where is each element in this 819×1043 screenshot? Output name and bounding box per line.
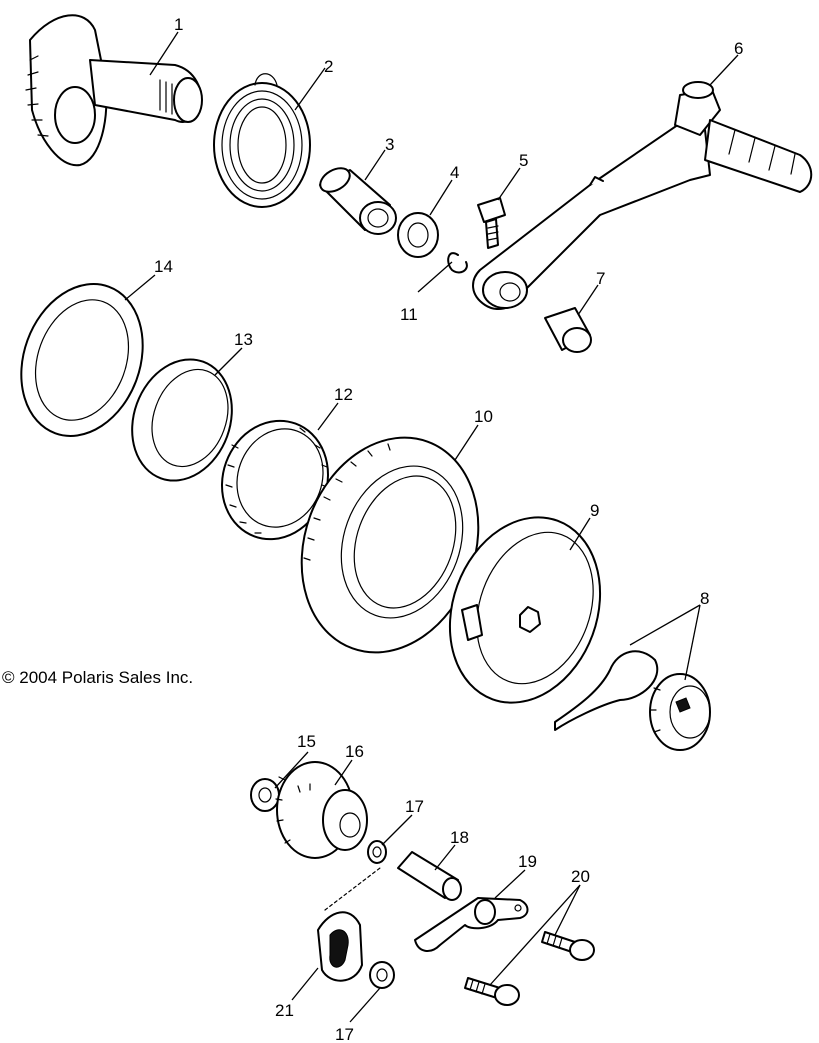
part-19-bracket — [414, 897, 529, 952]
callout-15: 15 — [297, 732, 316, 751]
part-18-pin — [397, 851, 462, 901]
callout-14: 14 — [154, 257, 173, 276]
callout-6: 6 — [734, 39, 743, 58]
callout-16: 16 — [345, 742, 364, 761]
callout-8: 8 — [700, 589, 709, 608]
callout-17-lower: 17 — [335, 1025, 354, 1043]
part-17-washer-lower — [369, 961, 395, 989]
callout-21: 21 — [275, 1001, 294, 1020]
copyright-text: © 2004 Polaris Sales Inc. — [2, 668, 193, 687]
callout-10: 10 — [474, 407, 493, 426]
callout-13: 13 — [234, 330, 253, 349]
callout-12: 12 — [334, 385, 353, 404]
part-3-sleeve — [319, 167, 397, 235]
part-5-bolt — [477, 197, 506, 249]
part-20-screw-1 — [541, 931, 595, 961]
callout-5: 5 — [519, 151, 528, 170]
callout-20: 20 — [571, 867, 590, 886]
part-8-ratchet — [554, 650, 711, 751]
callout-18: 18 — [450, 828, 469, 847]
part-9-clutch-plate — [448, 516, 602, 704]
callout-11: 11 — [400, 305, 418, 324]
part-11-snap-ring — [447, 252, 468, 274]
part-16-idler-gear — [275, 761, 368, 859]
callout-1: 1 — [174, 15, 183, 34]
part-13-ring — [131, 358, 233, 482]
part-21-stopper — [317, 911, 363, 982]
part-7-pin — [544, 307, 592, 353]
callout-4: 4 — [450, 163, 459, 182]
part-10-ring-gear — [300, 436, 480, 654]
part-6-kick-lever — [472, 81, 813, 310]
callout-9: 9 — [590, 501, 599, 520]
callout-3: 3 — [385, 135, 394, 154]
part-1-kick-shaft — [25, 14, 203, 167]
callout-7: 7 — [596, 269, 605, 288]
part-4-washer — [397, 212, 439, 258]
callout-19: 19 — [518, 852, 537, 871]
part-17-washer-upper — [367, 840, 387, 864]
leader-lines — [124, 31, 739, 1023]
part-20-screw-2 — [464, 977, 520, 1006]
callout-17-upper: 17 — [405, 797, 424, 816]
part-14-large-ring — [20, 283, 144, 437]
part-12-needle-bearing — [221, 419, 329, 541]
part-2-spring — [213, 73, 311, 208]
callout-2: 2 — [324, 57, 333, 76]
part-15-washer — [250, 778, 280, 812]
